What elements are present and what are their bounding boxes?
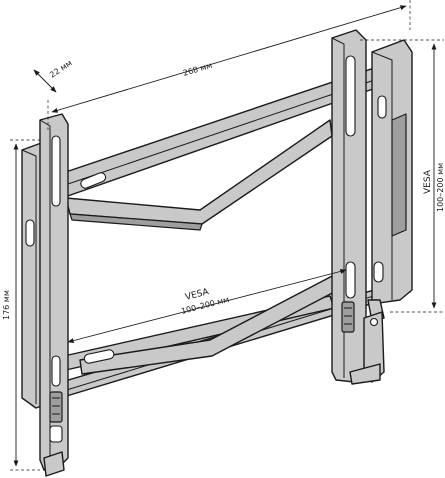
depth-label: 22 мм — [48, 58, 74, 79]
vesa-vertical-value: 100–200 мм — [436, 163, 445, 212]
arm-slot — [51, 135, 61, 207]
safety-lock — [49, 391, 63, 423]
arm-slot — [345, 261, 356, 299]
arm-slot — [51, 355, 61, 387]
height-dimension: 176 мм — [2, 139, 40, 471]
depth-dimension: 22 мм — [33, 58, 74, 93]
height-label: 176 мм — [2, 290, 11, 320]
wall-slot — [377, 95, 387, 119]
safety-lock — [341, 301, 355, 333]
vesa-vertical-dimension: VESA 100–200 мм — [360, 39, 445, 313]
wall-slot — [373, 261, 384, 283]
arm-slot — [345, 55, 356, 137]
wall-slot — [25, 219, 35, 247]
width-label: 268 мм — [182, 61, 213, 78]
vesa-vertical-label: VESA — [423, 169, 433, 194]
left-vertical-arm — [39, 113, 69, 477]
wall-slot — [80, 172, 107, 189]
wall-slot — [83, 349, 115, 364]
